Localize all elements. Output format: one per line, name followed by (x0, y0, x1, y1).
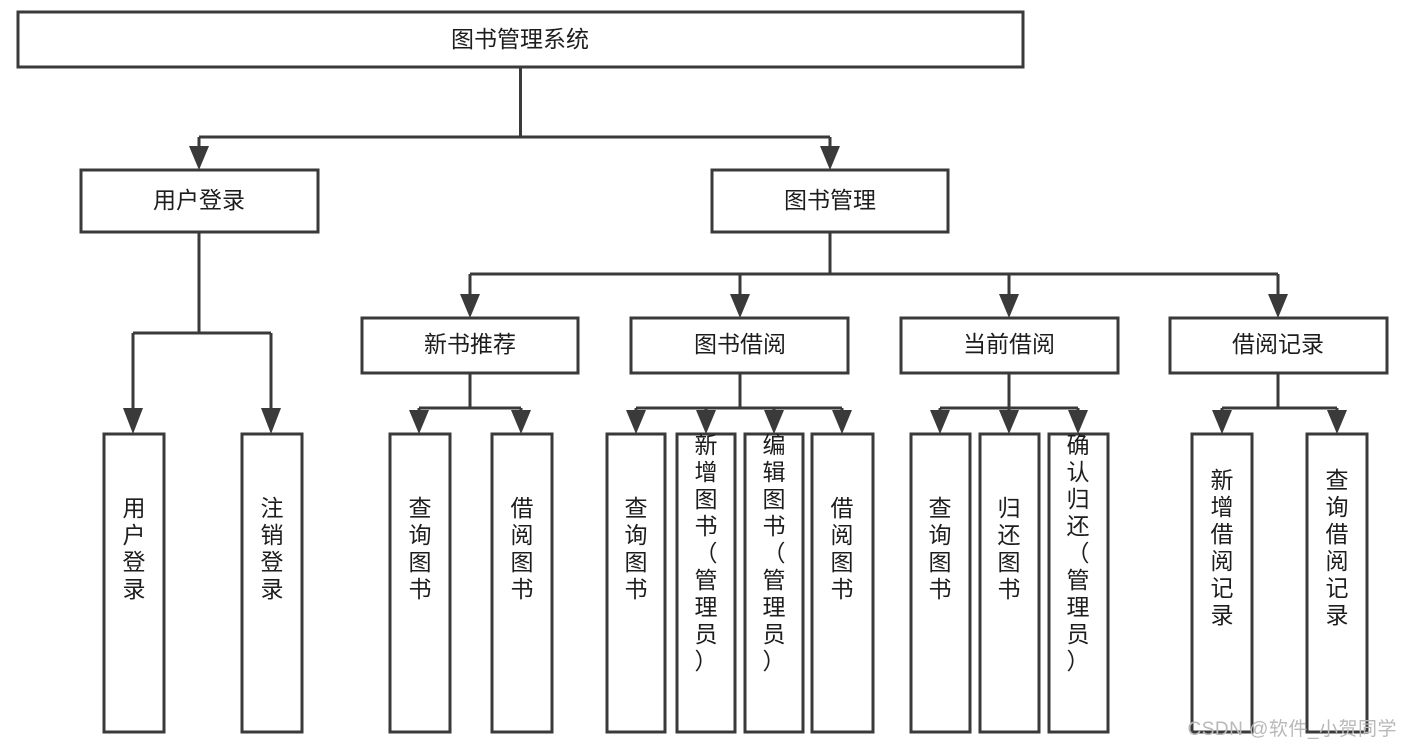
arrowhead-leaf1 (123, 408, 143, 434)
node-login-box[interactable] (79, 168, 320, 234)
node-current-box[interactable] (899, 316, 1120, 375)
leaf-node-box[interactable] (240, 432, 304, 734)
leaf-node-label: 编辑图书（管理员） (763, 432, 786, 674)
arrowhead-bookmgmt (820, 146, 840, 170)
node-root-label: 图书管理系统 (451, 26, 589, 52)
leaf-node[interactable]: 编辑图书（管理员） (743, 432, 805, 734)
node-borrow-box[interactable] (629, 316, 850, 375)
leaf-node-box[interactable] (388, 432, 452, 734)
node-login[interactable]: 用户登录 (79, 168, 320, 234)
arrowhead-leaf12 (1212, 410, 1232, 434)
node-bookmgmt-label: 图书管理 (784, 187, 876, 213)
leaf-node[interactable]: 借阅图书 (490, 432, 554, 734)
arrowhead-leaf13 (1327, 410, 1347, 434)
arrowhead-leaf10 (999, 410, 1019, 434)
arrowhead-leaf8 (832, 410, 852, 434)
arrowhead-leaf4 (511, 410, 531, 434)
arrowhead-leaf11 (1068, 410, 1088, 434)
leaf-node-box[interactable] (1047, 432, 1110, 734)
leaf-node-label: 借阅图书 (831, 495, 854, 602)
leaf-node-label: 新增图书（管理员） (695, 432, 718, 674)
leaf-node-label: 确认归还（管理员） (1067, 432, 1090, 674)
node-records-label: 借阅记录 (1232, 331, 1324, 357)
leaf-node-label: 查询图书 (929, 495, 952, 602)
connector-layer (123, 67, 1347, 434)
leaf-node-box[interactable] (810, 432, 875, 734)
arrowhead-leaf2 (261, 408, 281, 434)
leaf-node-box[interactable] (1190, 432, 1254, 734)
leaf-node[interactable]: 新增借阅记录 (1190, 432, 1254, 734)
leaf-node-box[interactable] (490, 432, 554, 734)
node-newbook[interactable]: 新书推荐 (360, 316, 580, 375)
leaf-node-label: 查询图书 (625, 495, 648, 602)
leaf-node-box[interactable] (743, 432, 805, 734)
node-newbook-label: 新书推荐 (424, 331, 516, 357)
leaf-node[interactable]: 新增图书（管理员） (675, 432, 737, 734)
leaf-node-label: 查询借阅记录 (1326, 467, 1349, 628)
leaf-node-box[interactable] (1305, 432, 1369, 734)
arrowhead-leaf3 (409, 410, 429, 434)
leaf-node-box[interactable] (605, 432, 667, 734)
leaf-node-box[interactable] (909, 432, 972, 734)
arrowhead-current (999, 294, 1019, 318)
leaf-node-label: 归还图书 (998, 495, 1021, 602)
arrowhead-borrow (730, 294, 750, 318)
node-borrow-label: 图书借阅 (694, 331, 786, 357)
leaf-node-label: 新增借阅记录 (1211, 467, 1234, 628)
node-current[interactable]: 当前借阅 (899, 316, 1120, 375)
leaf-node[interactable]: 注销登录 (240, 432, 304, 734)
arrowhead-records (1268, 294, 1288, 318)
node-bookmgmt-box[interactable] (710, 168, 950, 234)
node-bookmgmt[interactable]: 图书管理 (710, 168, 950, 234)
arrowhead-newbook (460, 294, 480, 318)
node-records[interactable]: 借阅记录 (1168, 316, 1389, 375)
node-root-box[interactable] (16, 10, 1025, 69)
leaf-node[interactable]: 查询图书 (388, 432, 452, 734)
leaf-node[interactable]: 确认归还（管理员） (1047, 432, 1110, 734)
leaf-node[interactable]: 查询借阅记录 (1305, 432, 1369, 734)
node-newbook-box[interactable] (360, 316, 580, 375)
arrowhead-leaf5 (626, 410, 646, 434)
node-borrow[interactable]: 图书借阅 (629, 316, 850, 375)
arrowhead-login (189, 146, 209, 170)
leaf-node-box[interactable] (102, 432, 166, 734)
leaf-node-label: 借阅图书 (511, 495, 534, 602)
arrowhead-leaf9 (930, 410, 950, 434)
leaf-node-box[interactable] (978, 432, 1041, 734)
leaf-node-box[interactable] (675, 432, 737, 734)
leaf-node[interactable]: 查询图书 (605, 432, 667, 734)
node-root[interactable]: 图书管理系统 (16, 10, 1025, 69)
leaf-node-label: 用户登录 (123, 495, 146, 602)
leaf-node[interactable]: 借阅图书 (810, 432, 875, 734)
node-current-label: 当前借阅 (963, 331, 1055, 357)
leaf-node[interactable]: 用户登录 (102, 432, 166, 734)
node-login-label: 用户登录 (153, 187, 245, 213)
arrowhead-leaf6 (696, 410, 716, 434)
arrowhead-leaf7 (764, 410, 784, 434)
leaf-node[interactable]: 查询图书 (909, 432, 972, 734)
leaf-node-label: 查询图书 (409, 495, 432, 602)
node-records-box[interactable] (1168, 316, 1389, 375)
leaf-node-label: 注销登录 (261, 495, 284, 602)
leaf-node[interactable]: 归还图书 (978, 432, 1041, 734)
